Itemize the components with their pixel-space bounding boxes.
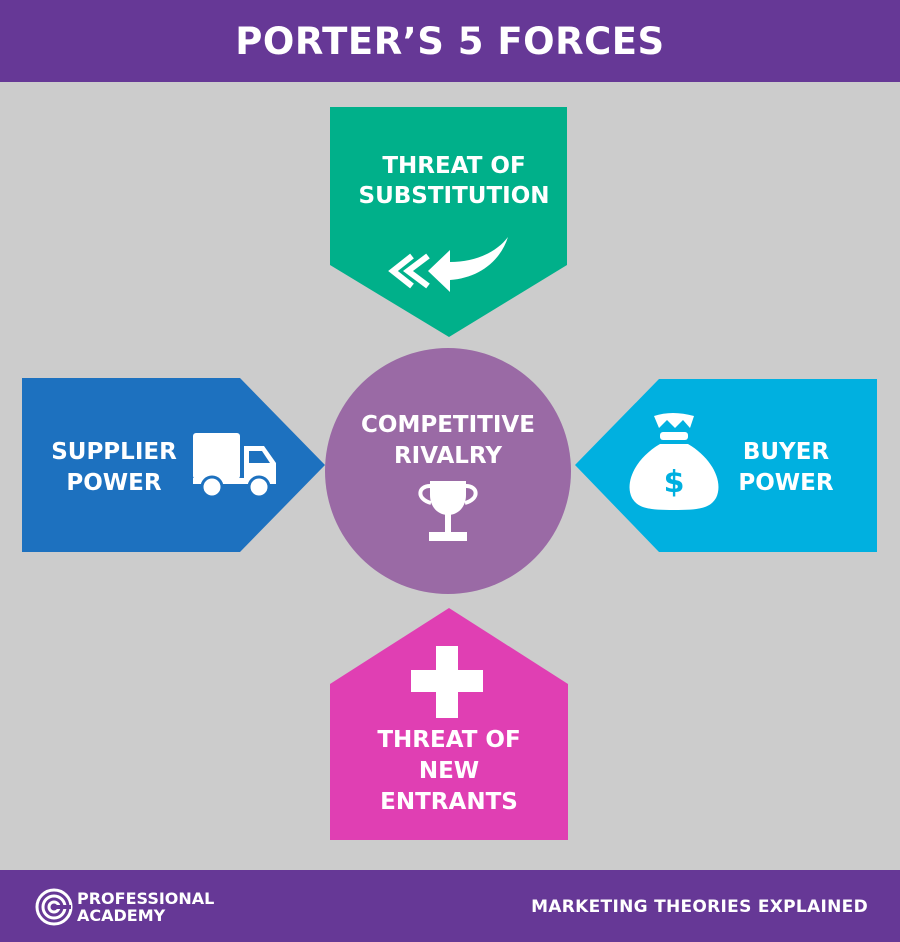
threat-of-substitution-node: THREAT OF SUBSTITUTION — [330, 107, 567, 337]
entrants-label-line2: NEW — [419, 758, 479, 784]
supplier-shape — [22, 378, 325, 552]
page-title: PORTER’S 5 FORCES — [235, 19, 665, 63]
footer-bar — [0, 870, 900, 942]
supplier-power-node: SUPPLIER POWER — [22, 378, 325, 552]
truck-icon — [193, 433, 276, 499]
professional-academy-logo-icon — [35, 888, 73, 926]
buyer-label-line1: BUYER — [743, 439, 830, 465]
threat-of-new-entrants-node: THREAT OF NEW ENTRANTS — [330, 608, 568, 840]
supplier-label-line2: POWER — [66, 470, 161, 496]
five-forces-diagram: THREAT OF SUBSTITUTION SUPPLIER POWER BU… — [22, 107, 877, 840]
trophy-icon — [418, 481, 478, 541]
footer-tagline: MARKETING THEORIES EXPLAINED — [531, 897, 868, 917]
buyer-label-line2: POWER — [738, 470, 833, 496]
header-bar: PORTER’S 5 FORCES — [0, 0, 900, 82]
substitution-label-line2: SUBSTITUTION — [359, 183, 550, 209]
plus-icon — [411, 646, 483, 718]
supplier-label-line1: SUPPLIER — [51, 439, 177, 465]
logo-text[interactable]: PROFESSIONAL ACADEMY — [77, 890, 214, 924]
entrants-shape — [330, 608, 568, 840]
logo-line2: ACADEMY — [77, 906, 166, 925]
buyer-shape — [575, 379, 877, 552]
competitive-rivalry-node: COMPETITIVE RIVALRY — [325, 348, 571, 594]
rivalry-label-line1: COMPETITIVE — [361, 412, 535, 438]
money-bag-icon: $ — [629, 413, 719, 510]
buyer-power-node: BUYER POWER $ — [575, 379, 877, 552]
entrants-label-line1: THREAT OF — [377, 727, 520, 753]
double-back-arrow-icon — [388, 237, 508, 292]
svg-text:$: $ — [664, 465, 685, 500]
entrants-label-line3: ENTRANTS — [380, 789, 518, 815]
substitution-label-line1: THREAT OF — [382, 153, 525, 179]
substitution-shape — [330, 107, 567, 337]
rivalry-circle — [325, 348, 571, 594]
logo-line1: PROFESSIONAL — [77, 889, 215, 908]
rivalry-label-line2: RIVALRY — [394, 443, 502, 469]
